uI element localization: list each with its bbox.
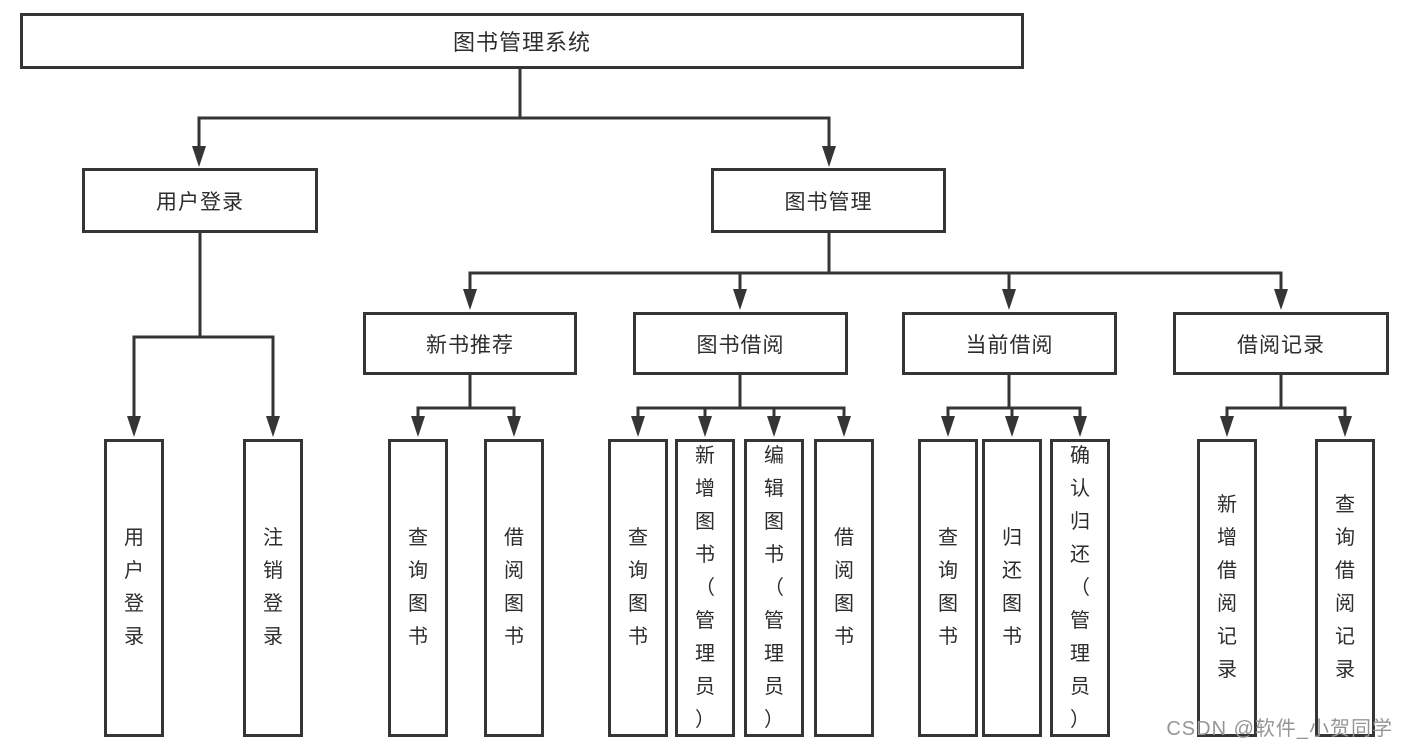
node-library-system: 图书管理系统	[20, 13, 1024, 69]
node-label: 新 增 借 阅 记 录	[1217, 494, 1237, 681]
node-label: 借阅记录	[1237, 333, 1325, 357]
node-label: 查 询 图 书	[408, 527, 428, 648]
leaf-borrowing-add-book-admin: 新 增 图 书 （ 管 理 员 ）	[675, 439, 735, 737]
arrowhead-layer	[127, 146, 1352, 437]
leaf-borrowing-borrow-book: 借 阅 图 书	[814, 439, 874, 737]
node-label: 归 还 图 书	[1002, 527, 1022, 648]
leaf-recommend-borrow-book: 借 阅 图 书	[484, 439, 544, 737]
node-label: 查 询 图 书	[938, 527, 958, 648]
leaf-records-add-record: 新 增 借 阅 记 录	[1197, 439, 1257, 737]
node-new-book-recommend: 新书推荐	[363, 312, 577, 375]
node-borrowing-records: 借阅记录	[1173, 312, 1389, 375]
leaf-current-return-book: 归 还 图 书	[982, 439, 1042, 737]
node-label: 新 增 图 书 （ 管 理 员 ）	[695, 444, 715, 731]
node-label: 当前借阅	[965, 333, 1054, 357]
leaf-records-query-record: 查 询 借 阅 记 录	[1315, 439, 1375, 737]
node-label: 新书推荐	[426, 333, 514, 357]
watermark-text: CSDN @软件_小贺同学	[1166, 718, 1393, 740]
node-label: 查 询 图 书	[628, 527, 648, 648]
leaf-borrowing-query-book: 查 询 图 书	[608, 439, 668, 737]
node-label: 确 认 归 还 （ 管 理 员 ）	[1070, 444, 1090, 731]
node-label: 编 辑 图 书 （ 管 理 员 ）	[764, 444, 784, 731]
node-label: 借 阅 图 书	[504, 527, 524, 648]
node-label: 查 询 借 阅 记 录	[1335, 494, 1355, 681]
node-label: 用户登录	[156, 190, 244, 214]
leaf-borrowing-edit-book-admin: 编 辑 图 书 （ 管 理 员 ）	[744, 439, 804, 737]
connector-lines	[132, 69, 1347, 432]
node-label: 用 户 登 录	[124, 527, 144, 648]
node-book-management: 图书管理	[711, 168, 946, 233]
node-label: 借 阅 图 书	[834, 527, 854, 648]
node-label: 图书管理系统	[452, 30, 591, 55]
node-user-login: 用户登录	[82, 168, 318, 233]
node-current-borrowing: 当前借阅	[902, 312, 1117, 375]
node-label: 图书借阅	[696, 333, 785, 357]
node-label: 注 销 登 录	[263, 527, 283, 648]
leaf-logout: 注 销 登 录	[243, 439, 303, 737]
node-label: 图书管理	[784, 190, 873, 214]
node-book-borrowing: 图书借阅	[633, 312, 848, 375]
leaf-user-login: 用 户 登 录	[104, 439, 164, 737]
leaf-current-confirm-return-admin: 确 认 归 还 （ 管 理 员 ）	[1050, 439, 1110, 737]
leaf-current-query-book: 查 询 图 书	[918, 439, 978, 737]
leaf-recommend-query-book: 查 询 图 书	[388, 439, 448, 737]
